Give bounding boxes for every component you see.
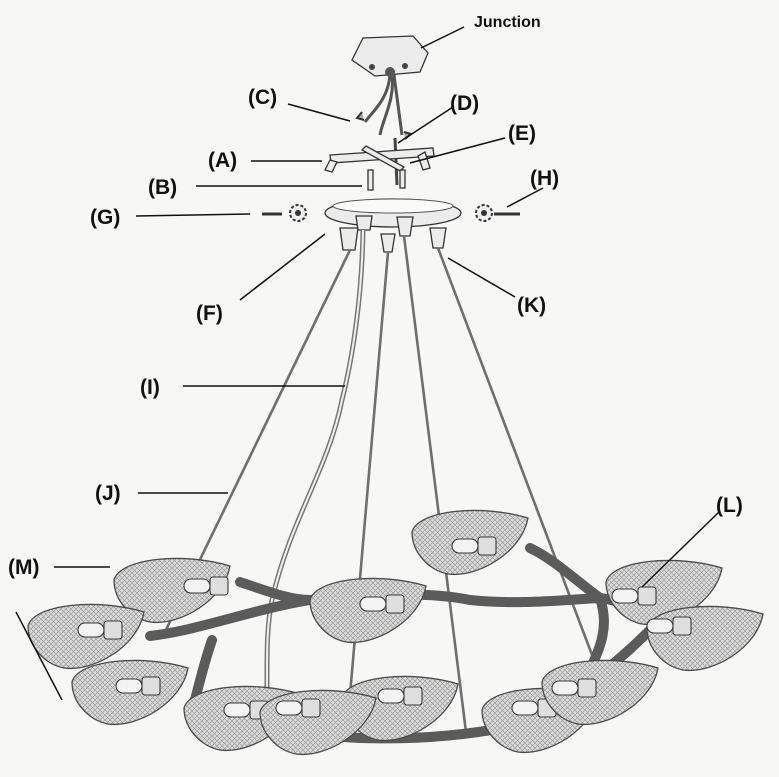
label-j: (J) <box>95 482 121 505</box>
label-f: (F) <box>196 302 223 325</box>
label-i: (I) <box>140 376 160 399</box>
shade-right-far <box>646 605 764 672</box>
label-e: (E) <box>508 122 536 145</box>
label-k: (K) <box>517 294 546 317</box>
label-c: (C) <box>248 86 277 109</box>
label-l: (L) <box>716 494 743 517</box>
canopy-nut-left <box>262 204 307 222</box>
supply-wires <box>355 74 414 186</box>
power-cord <box>259 229 366 731</box>
label-junction: Junction <box>474 14 541 31</box>
shade-left-mid <box>27 603 145 670</box>
junction-box <box>351 35 429 77</box>
mounting-bracket <box>324 145 435 191</box>
shade-center <box>309 577 427 644</box>
canopy-nut-right <box>475 204 520 222</box>
shade-back-center <box>411 509 529 576</box>
label-h: (H) <box>530 167 559 190</box>
label-m: (M) <box>8 556 39 579</box>
label-a: (A) <box>208 149 237 172</box>
shade-right-low <box>541 659 659 726</box>
canopy <box>324 198 462 228</box>
shade-front-mid <box>259 689 377 756</box>
label-b: (B) <box>148 176 177 199</box>
leader-lines <box>15 26 721 701</box>
label-d: (D) <box>450 92 479 115</box>
label-g: (G) <box>90 206 120 229</box>
cable-grippers <box>339 215 447 253</box>
shade-left-low <box>71 659 189 726</box>
